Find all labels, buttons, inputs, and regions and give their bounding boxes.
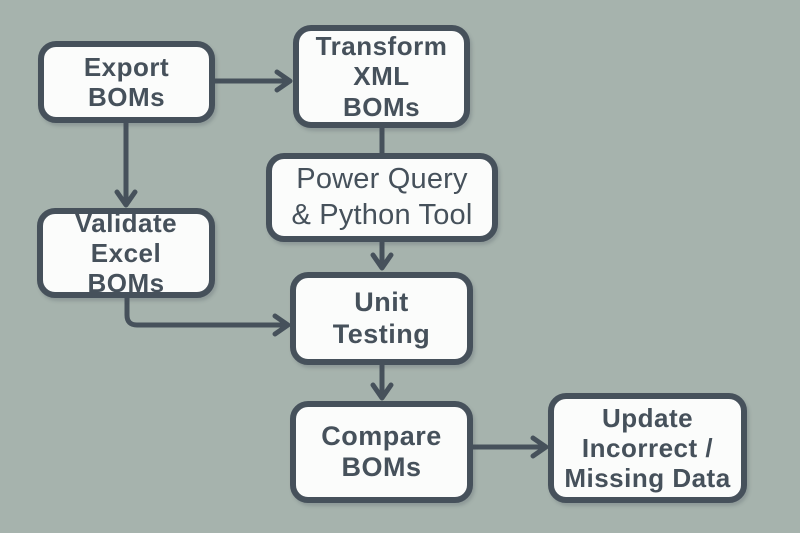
node-label-line: Transform <box>315 31 448 62</box>
node-label-line: Excel <box>90 237 162 268</box>
node-label-line: XML <box>353 61 410 92</box>
node-label-line: Testing <box>332 318 431 349</box>
node-label-line: Validate <box>74 207 178 238</box>
node-label-line: Unit <box>354 287 409 318</box>
arrowhead-compare-to-update <box>530 435 549 459</box>
arrowhead-export-to-transform <box>274 69 293 93</box>
edge-validate-to-unittest <box>124 298 285 328</box>
node-label-line: & Python Tool <box>291 198 473 231</box>
arrowhead-validate-to-unittest <box>272 313 291 337</box>
node-label-line: BOMs <box>341 452 422 482</box>
arrowhead-export-to-validate <box>114 189 138 208</box>
node-label-line: BOMs <box>87 268 165 299</box>
node-label-line: Compare <box>321 420 442 451</box>
node-label-line: Power Query <box>296 163 468 196</box>
node-label-line: Incorrect / <box>581 432 714 463</box>
node-label-line: Export <box>83 51 170 82</box>
node-power-query-python: Power Query& Python Tool <box>266 153 498 242</box>
node-label-line: Missing Data <box>564 463 731 494</box>
arrowhead-powerquery-to-unittest <box>370 252 394 271</box>
arrowhead-unittest-to-compare <box>370 382 394 401</box>
node-label-line: BOMs <box>342 91 421 122</box>
node-label-line: Update <box>601 402 694 433</box>
node-label-line: BOMs <box>87 82 166 112</box>
